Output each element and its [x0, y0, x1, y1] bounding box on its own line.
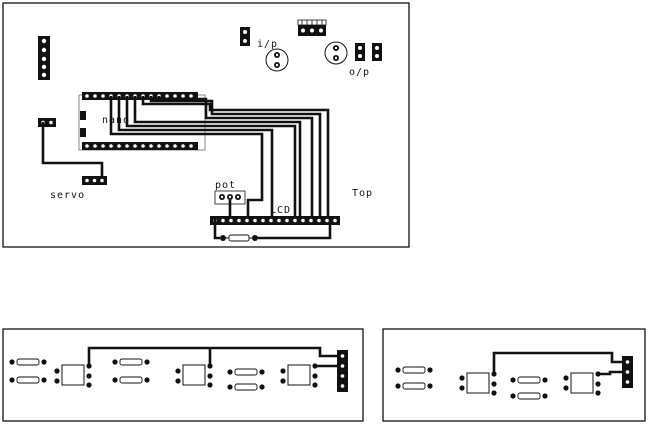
- nano-label: nano: [102, 115, 130, 126]
- left-2pin-connector: [38, 118, 56, 127]
- output-label: o/p: [349, 67, 370, 78]
- sub1-resistor-5: [227, 368, 265, 376]
- sub2-resistor-3: [510, 376, 548, 384]
- top-connector: [297, 19, 327, 36]
- sub2-traces: [492, 351, 622, 376]
- left-header: [38, 36, 50, 80]
- capacitor-1: [265, 48, 289, 72]
- lcd-resistor: [220, 234, 258, 242]
- sub-board-2-outline: [382, 328, 646, 422]
- lcd-header: [210, 216, 340, 225]
- sub2-ic-2: [563, 371, 601, 396]
- nano-footprint: [78, 92, 206, 151]
- main-board: i/p: [2, 2, 410, 248]
- sub2-resistor-2: [395, 382, 433, 390]
- main-board-outline: [2, 2, 410, 248]
- top-label: Top: [352, 188, 373, 199]
- sub1-ic-2: [175, 363, 213, 388]
- servo-label: servo: [50, 190, 85, 201]
- lcd-label: LCD: [270, 205, 291, 216]
- sub1-resistor-1: [9, 358, 47, 366]
- capacitor-2: [324, 41, 348, 65]
- input-connector: [240, 27, 250, 46]
- sub1-resistor-3: [112, 358, 150, 366]
- sub2-resistor-4: [510, 392, 548, 400]
- input-label: i/p: [257, 39, 278, 50]
- output-connector: [355, 43, 382, 61]
- sub1-ic-3: [280, 363, 318, 388]
- sub1-resistor-6: [227, 383, 265, 391]
- sub-board-2: [382, 328, 646, 422]
- sub1-ic-1: [54, 363, 92, 388]
- sub1-resistor-2: [9, 376, 47, 384]
- sub2-ic-1: [459, 371, 497, 396]
- sub1-resistor-4: [112, 376, 150, 384]
- sub1-connector: [337, 350, 348, 392]
- pot-label: pot: [215, 180, 236, 191]
- servo-connector: [82, 176, 107, 185]
- sub-board-1: [2, 328, 364, 422]
- sub-board-1-outline: [2, 328, 364, 422]
- sub1-traces: [87, 346, 337, 368]
- sub2-connector: [622, 356, 633, 388]
- main-board-traces: [41, 96, 332, 240]
- sub2-resistor-1: [395, 366, 433, 374]
